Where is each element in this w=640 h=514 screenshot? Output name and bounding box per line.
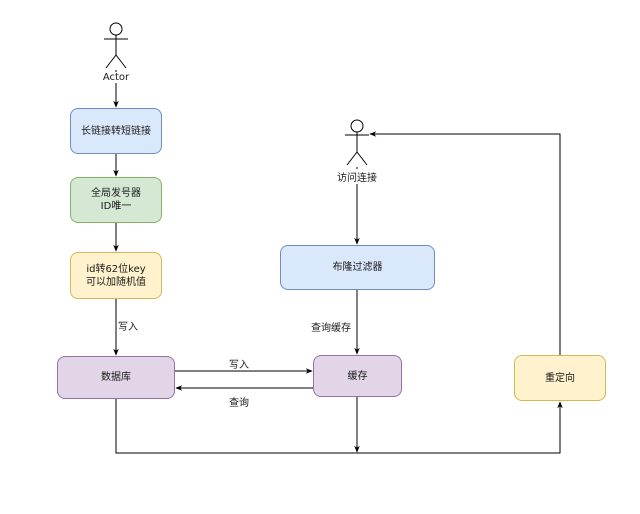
node-redirect[interactable]: 重定向 [514, 355, 606, 401]
edge-label-key-to-db: 写入 [118, 322, 138, 333]
edge-label-bloom-to-cache: 查询缓存 [311, 323, 351, 334]
edge-database-to-redirect [115, 399, 563, 454]
edge-label-db-to-cache: 写入 [229, 360, 249, 371]
node-id-generator[interactable]: 全局发号器 ID唯一 [70, 177, 162, 223]
node-bloom-filter[interactable]: 布隆过滤器 [280, 245, 435, 290]
node-id-to-key[interactable]: id转62位key 可以加随机值 [70, 252, 162, 299]
node-long-to-short[interactable]: 长链接转短链接 [70, 108, 162, 154]
node-database[interactable]: 数据库 [57, 356, 175, 399]
actor-user-icon [104, 22, 128, 69]
actor-visitor-label: 访问连接 [337, 169, 377, 184]
edge-label-cache-to-db: 查询 [229, 398, 249, 409]
actor-user-label: Actor [102, 72, 130, 83]
edge-redirect-to-visitor [369, 131, 561, 355]
node-cache[interactable]: 缓存 [313, 355, 402, 397]
actor-visitor-icon [345, 119, 369, 166]
